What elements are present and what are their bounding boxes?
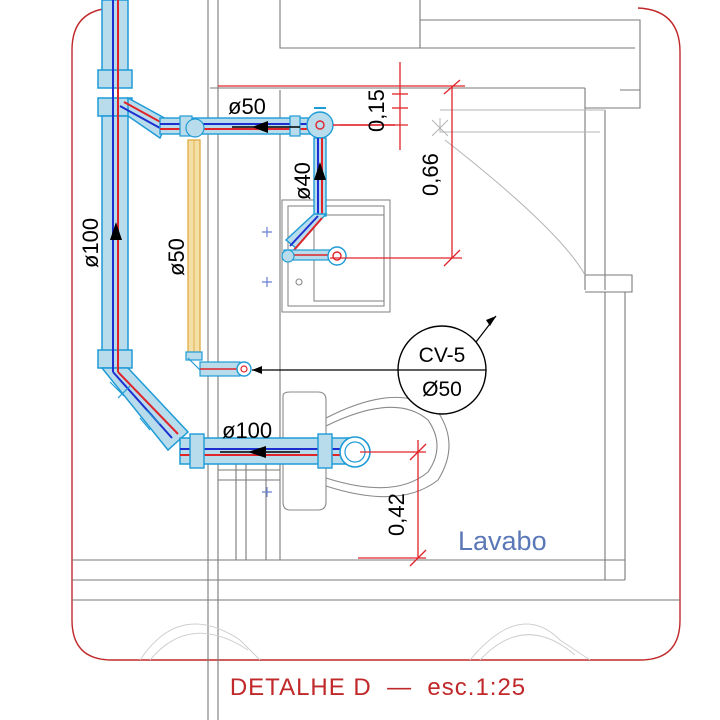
vent-tag-leader: [252, 315, 497, 374]
riser-pipe: [97, 0, 190, 452]
bottom-branch-pipe: [179, 433, 371, 469]
toilet: [282, 391, 450, 511]
riser-diameter-label: ø100: [78, 218, 103, 268]
room-label: Lavabo: [458, 526, 547, 556]
flow-arrows: [110, 121, 326, 458]
drawing-title: DETALHE D — esc.1:25: [230, 674, 526, 701]
floor-fixtures: [139, 623, 591, 661]
riser-flow-arrow: [110, 222, 122, 240]
top-branch-diameter-label: ø50: [228, 94, 266, 119]
top-offset-dimension: 0,15: [364, 89, 389, 132]
vent-tag: CV-5 Ø50: [397, 325, 487, 415]
dimension-lines: [218, 62, 465, 567]
vent-outlet: [187, 357, 252, 377]
toilet-height-dimension: 0,42: [384, 493, 409, 536]
vent-diameter-label: ø50: [164, 238, 189, 276]
bottom-branch-diameter-label: ø100: [222, 418, 272, 443]
vent-tag-code: CV-5: [419, 344, 466, 367]
sink-drop-flow-arrow: [314, 162, 326, 180]
vent-pipe: [185, 139, 203, 361]
sink-height-dimension: 0,66: [418, 153, 443, 196]
vent-tag-diameter: Ø50: [422, 378, 462, 401]
plus-markers: [262, 227, 272, 497]
top-branch-pipe: [159, 107, 395, 139]
door-swing: [431, 109, 605, 276]
sink-drop-diameter-label: ø40: [290, 162, 315, 200]
